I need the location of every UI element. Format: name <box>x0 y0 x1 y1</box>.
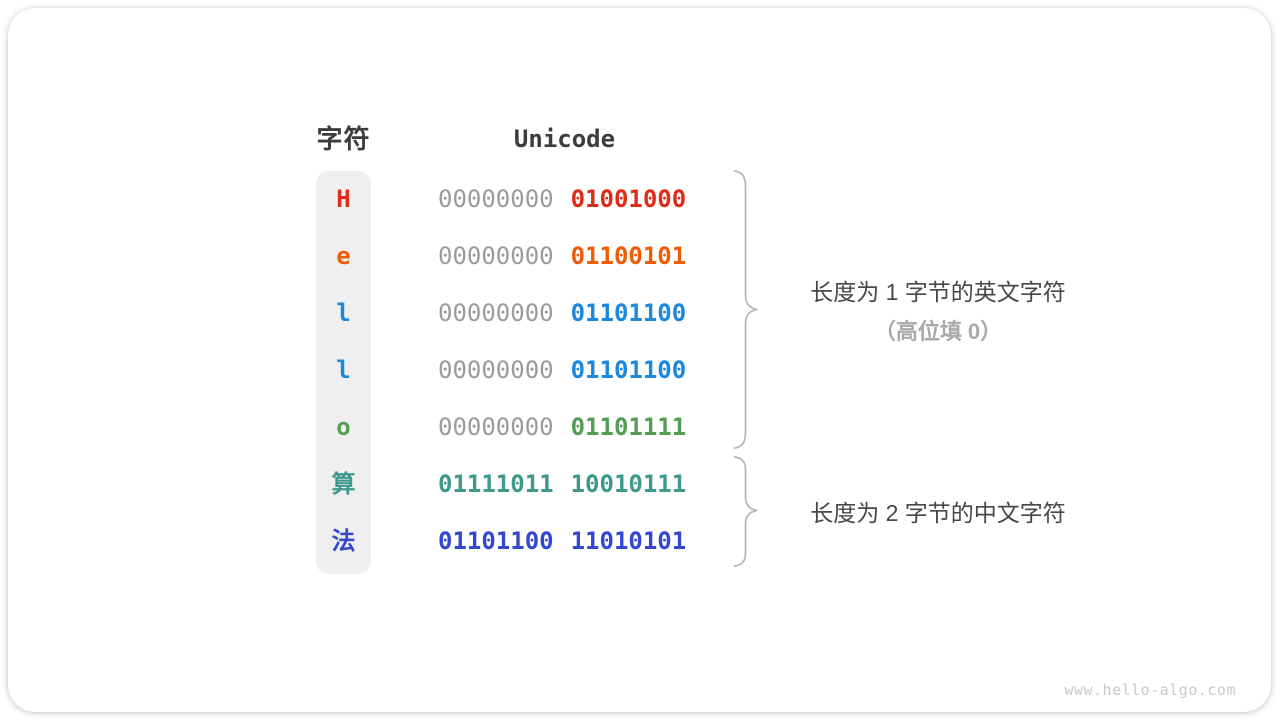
figure-card: 字符 Unicode H e l l o 算 法 00000000 010010… <box>8 8 1271 712</box>
watermark-url: www.hello-algo.com <box>1064 681 1236 699</box>
low-byte-value: 01001000 <box>570 185 687 213</box>
high-byte-value: 00000000 <box>438 242 554 270</box>
column-header-unicode: Unicode <box>513 125 616 153</box>
high-byte-value: 00000000 <box>438 299 554 327</box>
low-byte-value: 01101100 <box>570 356 687 384</box>
character-column-background <box>316 171 371 574</box>
character-cell-l2: l <box>336 356 351 384</box>
character-cell-e: e <box>336 242 351 270</box>
unicode-binary-row: 01101100 11010101 <box>438 526 686 556</box>
character-cell-o: o <box>336 413 351 441</box>
low-byte-value: 01100101 <box>570 242 687 270</box>
unicode-binary-row: 00000000 01101111 <box>438 412 686 442</box>
brace-english-group <box>733 170 758 449</box>
unicode-binary-row: 00000000 01001000 <box>438 184 686 214</box>
high-byte-value: 01111011 <box>438 470 554 498</box>
character-cell-fa: 法 <box>331 527 356 555</box>
low-byte-value: 11010101 <box>570 527 687 555</box>
unicode-binary-row: 00000000 01101100 <box>438 355 686 385</box>
low-byte-value: 10010111 <box>570 470 687 498</box>
character-cell-suan: 算 <box>331 470 356 498</box>
unicode-binary-row: 00000000 01101100 <box>438 298 686 328</box>
character-cell-l1: l <box>336 299 351 327</box>
high-byte-value: 01101100 <box>438 527 554 555</box>
low-byte-value: 01101111 <box>570 413 687 441</box>
annotation-english-group-line1: 长度为 1 字节的英文字符 <box>810 279 1066 305</box>
high-byte-value: 00000000 <box>438 185 554 213</box>
unicode-binary-row: 01111011 10010111 <box>438 469 686 499</box>
unicode-binary-row: 00000000 01100101 <box>438 241 686 271</box>
annotation-chinese-group: 长度为 2 字节的中文字符 <box>810 500 1066 526</box>
brace-chinese-group <box>733 456 758 567</box>
high-byte-value: 00000000 <box>438 356 554 384</box>
low-byte-value: 01101100 <box>570 299 687 327</box>
annotation-english-group-line2: （高位填 0） <box>873 319 1003 344</box>
column-header-character: 字符 <box>316 124 371 154</box>
high-byte-value: 00000000 <box>438 413 554 441</box>
character-cell-H: H <box>336 185 351 213</box>
